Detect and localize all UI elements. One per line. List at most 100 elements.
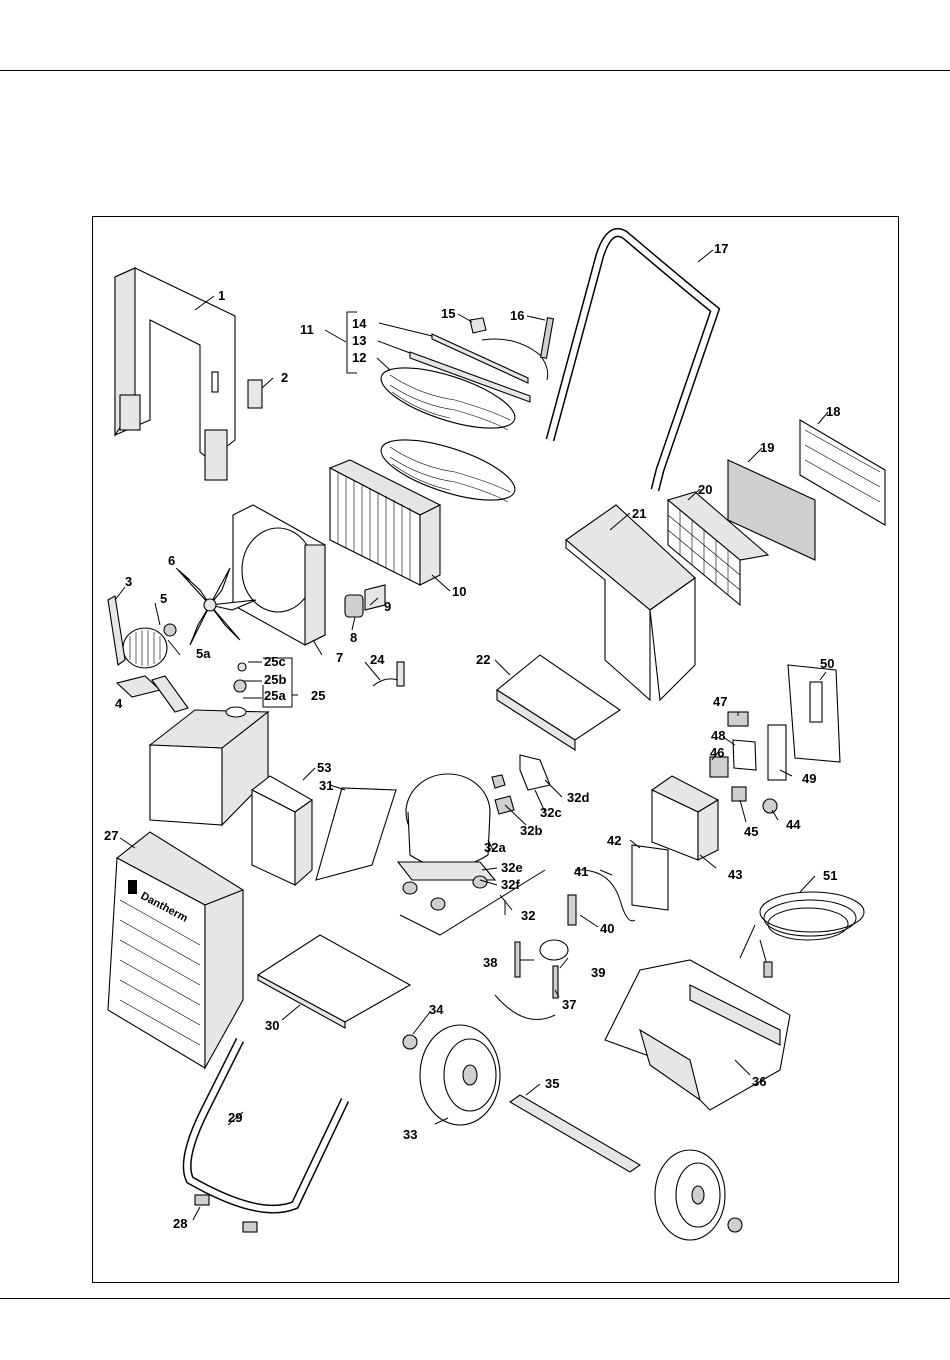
- part-fan-housing: [233, 505, 325, 645]
- callout-47: 47: [713, 694, 727, 709]
- callout-28: 28: [173, 1216, 187, 1231]
- callout-45: 45: [744, 824, 758, 839]
- callout-51: 51: [823, 868, 837, 883]
- callout-3: 3: [125, 574, 132, 589]
- part-sensor-38: [515, 942, 520, 977]
- callout-20: 20: [698, 482, 712, 497]
- part-bracket-foot: [152, 676, 188, 712]
- part-wire-24: [373, 679, 398, 686]
- part-sensor-37: [495, 995, 555, 1020]
- callout-27: 27: [104, 828, 118, 843]
- callout-6: 6: [168, 553, 175, 568]
- part-terminal-strip: [568, 895, 576, 925]
- callout-38: 38: [483, 955, 497, 970]
- callout-42: 42: [607, 833, 621, 848]
- callout-25a: 25a: [264, 688, 286, 703]
- callout-21: 21: [632, 506, 646, 521]
- callout-46: 46: [710, 745, 724, 760]
- part-side-panel: [316, 788, 396, 880]
- part-foot-2: [243, 1222, 257, 1232]
- callout-29: 29: [228, 1110, 242, 1125]
- callout-19: 19: [760, 440, 774, 455]
- callout-32c: 32c: [540, 805, 562, 820]
- part-cover-slot: [810, 682, 822, 722]
- callout-49: 49: [802, 771, 816, 786]
- part-hub-cap-2: [728, 1218, 742, 1232]
- callout-17: 17: [714, 241, 728, 256]
- callout-22: 22: [476, 652, 490, 667]
- callout-53: 53: [317, 760, 331, 775]
- callout-24: 24: [370, 652, 385, 667]
- callout-25: 25: [311, 688, 325, 703]
- callout-18: 18: [826, 404, 840, 419]
- callout-48: 48: [711, 728, 725, 743]
- callout-39: 39: [591, 965, 605, 980]
- callout-32: 32: [521, 908, 535, 923]
- callout-5: 5: [160, 591, 167, 606]
- part-switch-24: [397, 662, 404, 686]
- callout-32e: 32e: [501, 860, 523, 875]
- part-capacitor: [345, 595, 363, 617]
- part-compressor: [398, 774, 495, 910]
- callout-16: 16: [510, 308, 524, 323]
- callout-2: 2: [281, 370, 288, 385]
- part-control-box: [652, 776, 718, 860]
- part-25b: [234, 680, 246, 692]
- part-foot: [195, 1195, 209, 1205]
- callout-35: 35: [545, 1076, 559, 1091]
- callout-33: 33: [403, 1127, 417, 1142]
- part-base-plate: [258, 935, 410, 1022]
- part-48: [733, 740, 756, 770]
- part-circuit-board: [632, 845, 668, 910]
- callout-32d: 32d: [567, 790, 589, 805]
- callout-12: 12: [352, 350, 366, 365]
- callout-37: 37: [562, 997, 576, 1012]
- callout-40: 40: [600, 921, 614, 936]
- callout-32b: 32b: [520, 823, 542, 838]
- part-25c: [238, 663, 246, 671]
- part-clip: [470, 318, 486, 333]
- part-coil-39: [540, 940, 568, 960]
- callout-14: 14: [352, 316, 367, 331]
- part-45: [732, 787, 746, 801]
- part-capacitor-bracket: [365, 585, 385, 610]
- callout-15: 15: [441, 306, 455, 321]
- part-motor-bracket: [108, 596, 125, 665]
- callout-25b: 25b: [264, 672, 286, 687]
- part-lower-handle: [187, 1040, 345, 1209]
- part-handle: [550, 233, 715, 491]
- callout-44: 44: [786, 817, 801, 832]
- part-32d: [520, 755, 550, 790]
- part-drip-tray: [497, 655, 620, 740]
- callout-41: 41: [574, 864, 588, 879]
- part-front-cover: [108, 832, 243, 1068]
- part-front-frame: [115, 268, 235, 480]
- callout-13: 13: [352, 333, 366, 348]
- callout-32a: 32a: [484, 840, 506, 855]
- callout-50: 50: [820, 656, 834, 671]
- part-electric-box: [252, 776, 312, 885]
- callout-31: 31: [319, 778, 333, 793]
- part-label-plate: [248, 380, 262, 408]
- callout-9: 9: [384, 599, 391, 614]
- part-fan-motor: [123, 624, 176, 668]
- callout-32f: 32f: [501, 877, 520, 892]
- callout-36: 36: [752, 1074, 766, 1089]
- callout-25c: 25c: [264, 654, 286, 669]
- part-sensor-probe: [541, 318, 554, 358]
- part-32c: [492, 775, 505, 788]
- callout-4: 4: [115, 696, 123, 711]
- callout-7: 7: [336, 650, 343, 665]
- part-axle: [510, 1095, 640, 1172]
- callout-5a: 5a: [196, 646, 211, 661]
- callout-30: 30: [265, 1018, 279, 1033]
- part-46: [710, 757, 728, 777]
- callout-43: 43: [728, 867, 742, 882]
- part-power-cord: [740, 892, 864, 977]
- part-water-tank: [150, 707, 268, 825]
- callout-11: 11: [300, 322, 314, 337]
- part-hub-cap: [403, 1035, 417, 1049]
- callout-1: 1: [218, 288, 225, 303]
- part-44: [763, 799, 777, 813]
